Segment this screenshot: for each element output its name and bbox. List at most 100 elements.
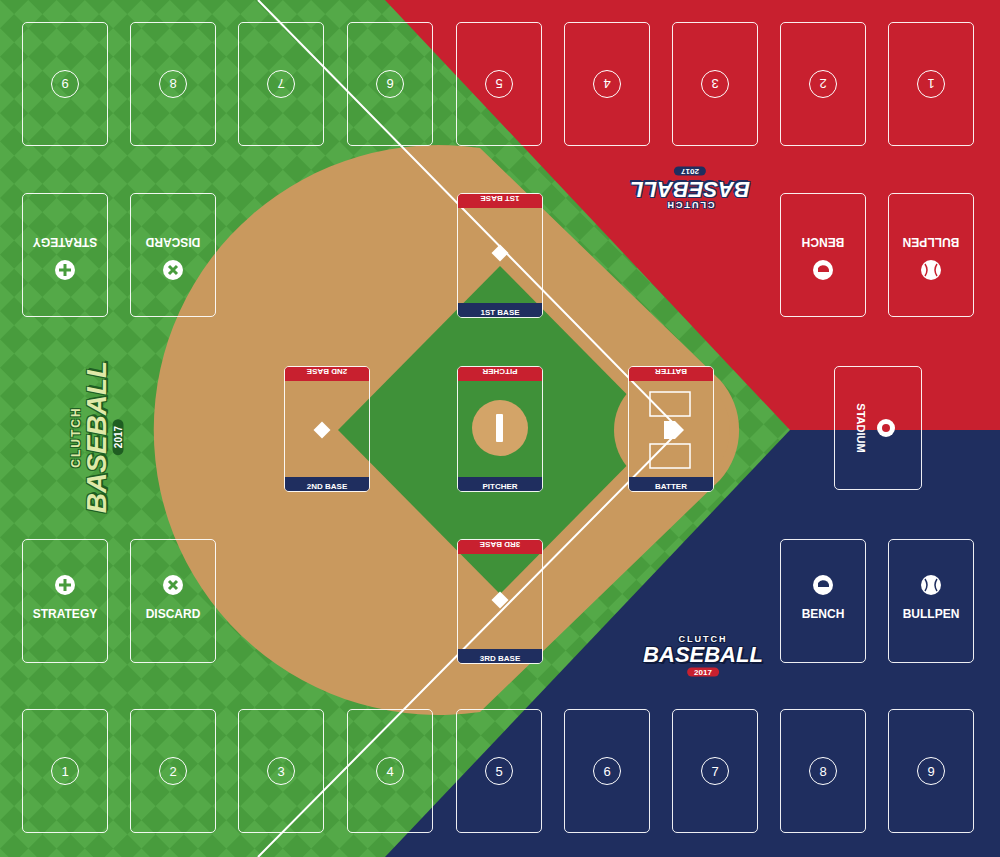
band-label: 2ND BASE bbox=[307, 482, 347, 491]
label-holder: BULLPEN bbox=[889, 234, 973, 252]
logo-text: 2017 bbox=[113, 419, 124, 455]
slot-label: STRATEGY bbox=[33, 607, 97, 621]
band-label: PITCHER bbox=[482, 482, 517, 491]
slot-number: 7 bbox=[267, 70, 295, 98]
logo: CLUTCHBASEBALL 2017 bbox=[643, 634, 763, 677]
slot-label: DISCARD bbox=[146, 235, 201, 249]
logo-text: 2017 bbox=[687, 668, 719, 677]
player-band: 3RD BASE bbox=[458, 649, 542, 663]
slot-number: 7 bbox=[701, 757, 729, 785]
card-slot: 5 bbox=[456, 709, 542, 833]
card-slot: DISCARD bbox=[130, 539, 216, 663]
slot-number: 1 bbox=[51, 757, 79, 785]
card-slot: BENCH bbox=[780, 193, 866, 317]
logo: CLUTCHBASEBALL2017 bbox=[69, 361, 124, 513]
slot-number: 3 bbox=[267, 757, 295, 785]
label-holder: STRATEGY bbox=[23, 604, 107, 622]
card-slot: BENCH bbox=[780, 539, 866, 663]
label-holder: DISCARD bbox=[131, 604, 215, 622]
card-slot: BULLPEN bbox=[888, 539, 974, 663]
band-label: 3RD BASE bbox=[480, 540, 520, 549]
slot-number: 6 bbox=[376, 70, 404, 98]
opponent-band: BATTER bbox=[629, 367, 713, 381]
card-slot: 7 bbox=[238, 22, 324, 146]
base-card: 1ST BASE 1ST BASE bbox=[457, 193, 543, 318]
card-slot: 8 bbox=[130, 22, 216, 146]
slot-number: 6 bbox=[593, 757, 621, 785]
card-slot: STRATEGY bbox=[22, 193, 108, 317]
card-slot: 4 bbox=[564, 22, 650, 146]
card-slot: 6 bbox=[564, 709, 650, 833]
opponent-band: PITCHER bbox=[458, 367, 542, 381]
band-label: BATTER bbox=[655, 482, 687, 491]
card-slot: 4 bbox=[347, 709, 433, 833]
player-band: 2ND BASE bbox=[285, 477, 369, 491]
card-slot: 1 bbox=[888, 22, 974, 146]
logo-text: CLUTCH bbox=[69, 406, 83, 467]
slot-label: DISCARD bbox=[146, 607, 201, 621]
slot-label: BENCH bbox=[802, 235, 845, 249]
logo-text: BASEBALL bbox=[630, 178, 750, 200]
player-band: 1ST BASE bbox=[458, 303, 542, 317]
slot-label: BENCH bbox=[802, 607, 845, 621]
slot-number: 4 bbox=[376, 757, 404, 785]
band-label: 1ST BASE bbox=[480, 194, 519, 203]
stadium-slot: STADIUM bbox=[834, 366, 922, 490]
band-label: 3RD BASE bbox=[480, 654, 520, 663]
slot-number: 4 bbox=[593, 70, 621, 98]
logo-text: BASEBALL bbox=[643, 644, 763, 666]
band-label: 1ST BASE bbox=[480, 308, 519, 317]
logo-text: BASEBALL bbox=[83, 361, 111, 513]
opponent-band: 2ND BASE bbox=[285, 367, 369, 381]
slot-number: 3 bbox=[701, 70, 729, 98]
card-slot: 6 bbox=[347, 22, 433, 146]
slot-number: 8 bbox=[159, 70, 187, 98]
slot-number: 9 bbox=[917, 757, 945, 785]
card-slot: 2 bbox=[780, 22, 866, 146]
card-slot: 9 bbox=[22, 22, 108, 146]
card-slot: 3 bbox=[238, 709, 324, 833]
slot-number: 5 bbox=[485, 70, 513, 98]
logo-text: CLUTCH bbox=[666, 200, 715, 210]
slot-number: 1 bbox=[917, 70, 945, 98]
card-slot: 5 bbox=[456, 22, 542, 146]
band-label: BATTER bbox=[655, 367, 687, 376]
band-label: PITCHER bbox=[482, 367, 517, 376]
slot-label: BULLPEN bbox=[903, 607, 960, 621]
label-holder: BENCH bbox=[781, 604, 865, 622]
card-slot: DISCARD bbox=[130, 193, 216, 317]
base-card: PITCHER PITCHER bbox=[457, 366, 543, 492]
card-slot: 9 bbox=[888, 709, 974, 833]
card-slot: BULLPEN bbox=[888, 193, 974, 317]
slot-number: 5 bbox=[485, 757, 513, 785]
band-label: 2ND BASE bbox=[307, 367, 347, 376]
base-card: 2ND BASE 2ND BASE bbox=[284, 366, 370, 492]
base-card: BATTER BATTER bbox=[628, 366, 714, 492]
card-slot: STRATEGY bbox=[22, 539, 108, 663]
logo-text: CLUTCH bbox=[679, 634, 728, 644]
label-holder: BENCH bbox=[781, 234, 865, 252]
player-band: PITCHER bbox=[458, 477, 542, 491]
opponent-band: 1ST BASE bbox=[458, 194, 542, 208]
logo: CLUTCHBASEBALL 2017 bbox=[630, 167, 750, 210]
label-holder: STRATEGY bbox=[23, 234, 107, 252]
slot-number: 2 bbox=[159, 757, 187, 785]
label-holder: BULLPEN bbox=[889, 604, 973, 622]
label-holder: DISCARD bbox=[131, 234, 215, 252]
logo-text: 2017 bbox=[674, 167, 706, 176]
opponent-band: 3RD BASE bbox=[458, 540, 542, 554]
player-band: BATTER bbox=[629, 477, 713, 491]
slot-number: 9 bbox=[51, 70, 79, 98]
slot-label: BULLPEN bbox=[903, 235, 960, 249]
slot-label: STRATEGY bbox=[33, 235, 97, 249]
card-slot: 2 bbox=[130, 709, 216, 833]
slot-label: STADIUM bbox=[855, 403, 867, 452]
slot-number: 2 bbox=[809, 70, 837, 98]
card-slot: 1 bbox=[22, 709, 108, 833]
card-slot: 7 bbox=[672, 709, 758, 833]
base-card: 3RD BASE 3RD BASE bbox=[457, 539, 543, 664]
card-slot: 3 bbox=[672, 22, 758, 146]
card-slot: 8 bbox=[780, 709, 866, 833]
